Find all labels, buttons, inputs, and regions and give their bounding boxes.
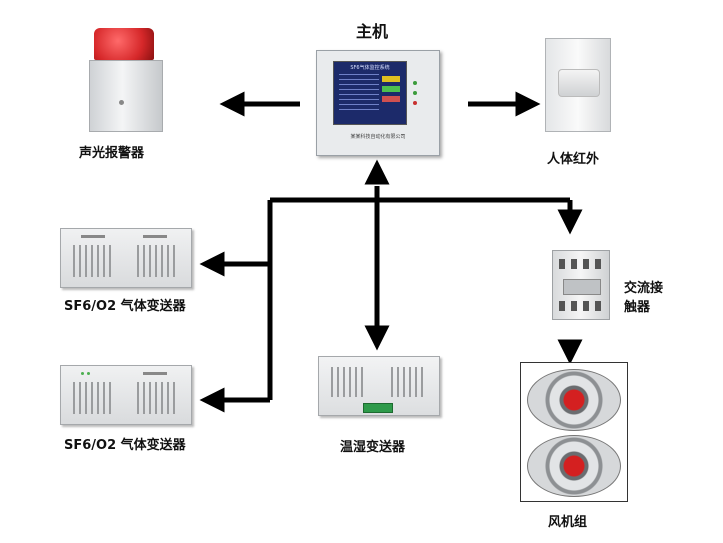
host-screen: SF6气体监控系统 <box>333 61 407 125</box>
fan-unit-1 <box>527 369 621 431</box>
host-screen-title: SF6气体监控系统 <box>350 65 390 71</box>
gas-sensor-1 <box>60 228 192 288</box>
gas-sensor-2-vent-right <box>137 382 177 414</box>
sound-light-alarm <box>85 28 165 132</box>
humidity-vent-left <box>331 367 365 397</box>
gas-sensor-1-label: SF6/O2 气体变送器 <box>64 299 186 314</box>
contactor-label-line2: 触器 <box>624 300 651 315</box>
host-status-led-2 <box>413 91 417 95</box>
gas-sensor-1-vent-left <box>73 245 113 277</box>
ac-contactor <box>552 250 610 320</box>
fan-unit-2 <box>527 435 621 497</box>
host-status-led-3 <box>413 101 417 105</box>
humidity-terminal-block <box>363 403 393 413</box>
pir-label: 人体红外 <box>547 152 600 167</box>
gas-sensor-2 <box>60 365 192 425</box>
fan-group-label: 风机组 <box>548 515 588 530</box>
humidity-sensor <box>318 356 440 416</box>
gas-sensor-2-label: SF6/O2 气体变送器 <box>64 438 186 453</box>
pir-lens <box>558 69 600 97</box>
alarm-label: 声光报警器 <box>79 146 145 161</box>
alarm-red-lamp <box>94 28 154 60</box>
gas-sensor-1-vent-right <box>137 245 177 277</box>
pir-sensor <box>545 38 611 132</box>
humidity-vent-right <box>391 367 425 397</box>
fan-group-frame <box>520 362 628 502</box>
host-footer-text: 某某科技自动化有限公司 <box>350 134 406 140</box>
alarm-body <box>89 60 163 132</box>
host-status-led-1 <box>413 81 417 85</box>
gas-sensor-2-vent-left <box>73 382 113 414</box>
contactor-label-line1: 交流接 <box>624 281 664 296</box>
host-label: 主机 <box>356 22 389 41</box>
host-controller: SF6气体监控系统 某某科技自动化有限公司 <box>316 50 440 156</box>
humidity-sensor-label: 温湿变送器 <box>340 440 406 455</box>
